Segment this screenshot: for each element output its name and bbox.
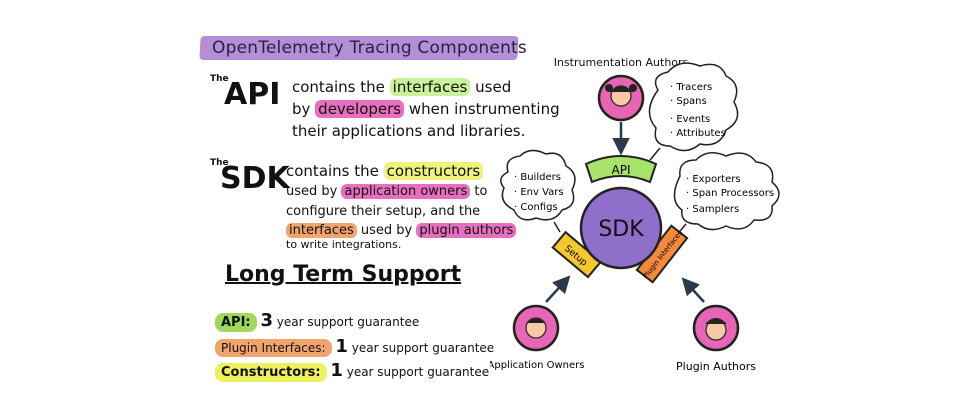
api-the: The (210, 74, 229, 84)
api-segment-label: API (612, 163, 631, 177)
sdk-highlight-constructors: constructors (383, 162, 484, 180)
sdk-line-2-a: used by (286, 184, 342, 199)
instrumentation-authors-label: Instrumentation Authors (554, 56, 689, 69)
api-line-2-a: by (292, 100, 316, 118)
instrumentation-author-avatar (597, 74, 645, 122)
lts-row-plugin: Plugin Interfaces: 1 year support guaran… (215, 336, 494, 357)
api-segment: API (584, 155, 658, 184)
right-bubble-item-3: · Samplers (686, 204, 739, 215)
lts-row-constructors: Constructors: 1 year support guarantee (215, 360, 490, 382)
lts-title: Long Term Support (225, 262, 462, 287)
sdk-line-4-mid: used by (356, 223, 417, 238)
top-bubble-item-3: · Events (670, 114, 710, 125)
sdk-term: SDK (220, 161, 290, 196)
right-bubble-item-1: · Exporters (686, 174, 741, 185)
api-line-1: contains the interfaces used (292, 76, 511, 98)
lts-text-plugin: year support guarantee (347, 341, 495, 355)
lts-label-plugin: Plugin Interfaces: (215, 339, 332, 357)
api-line-1-a: contains the (292, 78, 390, 96)
sdk-diagram: Instrumentation Authors · Tracers · Span… (490, 56, 780, 373)
top-bubble-item-4: · Attributes (670, 128, 726, 139)
api-line-2-b: when instrumenting (404, 100, 560, 118)
left-bubble-item-1: · Builders (514, 172, 561, 183)
sdk-highlight-interfaces: interfaces (286, 223, 357, 238)
sdk-circle: SDK (579, 186, 663, 270)
sdk-highlight-application-owners: application owners (341, 184, 471, 199)
top-bubble-item-1: · Tracers (670, 82, 712, 93)
lts-num-constructors: 1 (330, 360, 343, 381)
top-bubble-item-2: · Spans (670, 96, 707, 107)
plugin-authors-label: Plugin Authors (676, 360, 756, 373)
lts-text-constructors: year support guarantee (342, 365, 490, 379)
sdk-line-3: configure their setup, and the (286, 204, 481, 219)
sdk-line-2: used by application owners to (286, 181, 487, 203)
sdk-highlight-plugin-authors: plugin authors (416, 223, 517, 238)
api-highlight-interfaces: interfaces (389, 78, 471, 96)
api-line-3: their applications and libraries. (292, 122, 526, 140)
api-term: API (224, 77, 281, 112)
left-bubble-item-3: · Configs (514, 202, 558, 213)
api-line-2: by developers when instrumenting (292, 98, 560, 120)
sdk-line-2-b: to (470, 184, 488, 199)
left-thought-bubble: · Builders · Env Vars · Configs (500, 149, 576, 233)
lts-label-api: API: (215, 313, 257, 332)
api-line-1-b: used (470, 78, 512, 96)
lts-label-constructors: Constructors: (215, 363, 327, 382)
sdk-line-5: to write integrations. (286, 238, 402, 251)
right-thought-bubble: · Exporters · Span Processors · Samplers (673, 152, 780, 237)
lts-num-api: 3 (260, 310, 273, 331)
page-title: OpenTelemetry Tracing Components (212, 38, 527, 58)
left-bubble-item-2: · Env Vars (514, 187, 564, 198)
lts-num-plugin: 1 (335, 336, 348, 357)
right-bubble-item-2: · Span Processors (686, 188, 774, 199)
application-owners-label: Application Owners (490, 360, 584, 371)
plugin-author-avatar (692, 304, 740, 352)
sdk-line-1-a: contains the (286, 162, 384, 180)
top-thought-bubble: · Tracers · Spans · Events · Attributes (648, 62, 739, 161)
api-highlight-developers: developers (315, 100, 405, 118)
sdk-the: The (210, 158, 229, 168)
sdk-line-1: contains the constructors (286, 160, 484, 182)
arrow-plugin-author-to-plugin (681, 277, 705, 303)
setup-segment: Setup (551, 230, 603, 279)
sdk-line-4: interfaces used by plugin authors (286, 220, 517, 242)
lts-row-api: API: 3 year support guarantee (215, 310, 420, 332)
sdk-circle-label: SDK (598, 217, 644, 242)
arrow-owner-to-setup (545, 275, 571, 303)
lts-text-api: year support guarantee (272, 315, 420, 329)
application-owner-avatar (512, 304, 560, 352)
